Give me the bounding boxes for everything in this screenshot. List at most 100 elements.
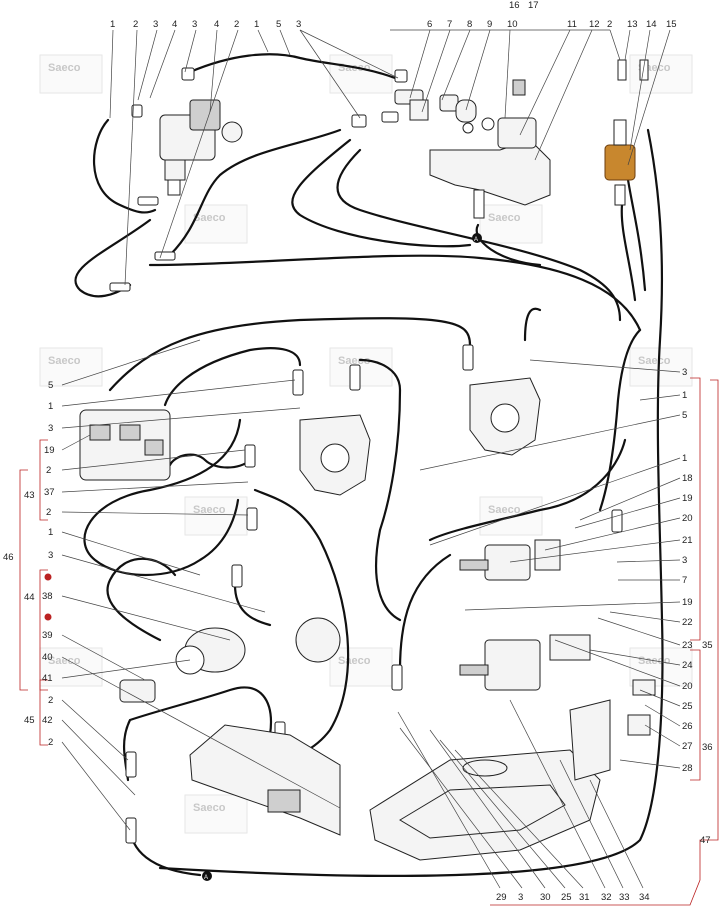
callout-left-5: 37 [44, 487, 55, 498]
electrical-box [569, 679, 656, 781]
callout-bottom-7: 34 [639, 892, 650, 903]
callout-top-1: 2 [133, 19, 138, 30]
callout-right-4: 18 [682, 473, 693, 484]
callout-right-15: 25 [682, 701, 693, 712]
callout-top-11: 7 [447, 19, 452, 30]
callout-bottom-1: 3 [518, 892, 523, 903]
callout-top-8: 5 [276, 19, 281, 30]
callout-left-3: 19 [44, 445, 55, 456]
callout-top-2: 3 [153, 19, 158, 30]
leader-lines [61, 29, 681, 889]
callout-right-9: 7 [682, 575, 687, 586]
callout-left-1: 1 [48, 401, 53, 412]
callout-left-15: 2 [48, 737, 53, 748]
callout-left-10: 39 [42, 630, 53, 641]
callout-left-14: 42 [42, 715, 53, 726]
watermark-box [39, 347, 103, 387]
callout-bottom-2: 30 [540, 892, 551, 903]
callout-left-4: 2 [46, 465, 51, 476]
callout-group-2: 44 [24, 592, 35, 603]
callout-right-1: 1 [682, 390, 687, 401]
callout-top-18: 12 [589, 19, 600, 30]
callout-top-16: 17 [528, 0, 539, 11]
callout-group-6: 47 [700, 835, 711, 846]
callout-left-9: 38 [42, 591, 53, 602]
callout-top-21: 14 [646, 19, 657, 30]
callout-left-0: 5 [48, 380, 53, 391]
watermark-text: Saeco [48, 655, 81, 667]
callout-bottom-0: 29 [496, 892, 507, 903]
watermark-box [184, 794, 248, 834]
callout-top-3: 4 [172, 19, 177, 30]
valve-block-left [79, 409, 171, 481]
callout-top-20: 13 [627, 19, 638, 30]
callout-top-4: 3 [192, 19, 197, 30]
watermark-text: Saeco [193, 504, 226, 516]
callout-right-6: 20 [682, 513, 693, 524]
callout-bottom-4: 31 [579, 892, 590, 903]
boiler-brackets [299, 377, 541, 496]
connector-a-top-label: A [474, 237, 478, 243]
watermark-box [39, 54, 103, 94]
callout-right-13: 24 [682, 660, 693, 671]
hose-network [74, 53, 664, 877]
solenoid-valve-assembly [159, 99, 243, 196]
callout-top-14: 10 [507, 19, 518, 30]
pumps-lower [459, 539, 591, 691]
control-board [189, 724, 341, 836]
callout-group-3: 45 [24, 715, 35, 726]
fittings-top [131, 67, 495, 134]
connector-a-bottom-label: A [204, 875, 208, 881]
heater-coil [604, 59, 649, 206]
callout-right-7: 21 [682, 535, 693, 546]
callout-left-7: 1 [48, 527, 53, 538]
callout-right-5: 19 [682, 493, 693, 504]
watermark-box [184, 204, 248, 244]
callout-top-6: 2 [234, 19, 239, 30]
callout-group-5: 36 [702, 742, 713, 753]
watermark-box [629, 347, 693, 387]
watermark-box [329, 647, 393, 687]
callout-bottom-5: 32 [601, 892, 612, 903]
callout-top-0: 1 [110, 19, 115, 30]
watermark-text: Saeco [338, 655, 371, 667]
callout-left-8: 3 [48, 550, 53, 561]
watermark-box [329, 347, 393, 387]
watermark-box [629, 54, 693, 94]
callout-top-5: 4 [214, 19, 219, 30]
connector-a-bottom: A [202, 871, 212, 881]
callout-top-12: 8 [467, 19, 472, 30]
callout-top-17: 11 [567, 19, 577, 30]
callout-bottom-3: 25 [561, 892, 572, 903]
callout-left-12: 41 [42, 673, 53, 684]
callout-right-12: 23 [682, 640, 693, 651]
callout-group-0: 43 [24, 490, 35, 501]
callout-group-1: 46 [3, 552, 14, 563]
watermark-text: Saeco [488, 212, 521, 224]
callout-right-18: 28 [682, 763, 693, 774]
watermark-text: Saeco [193, 212, 226, 224]
callout-right-8: 3 [682, 555, 687, 566]
callout-top-19: 2 [607, 19, 612, 30]
group-brackets [19, 377, 719, 906]
callout-right-0: 3 [682, 367, 687, 378]
callout-top-15: 16 [509, 0, 520, 11]
callout-group-4: 35 [702, 640, 713, 651]
callout-right-3: 1 [682, 453, 687, 464]
callout-right-11: 22 [682, 617, 693, 628]
callout-left-13: 2 [48, 695, 53, 706]
callout-top-10: 6 [427, 19, 432, 30]
connector-a-top: A [472, 233, 482, 243]
callout-right-16: 26 [682, 721, 693, 732]
callout-top-13: 9 [487, 19, 492, 30]
watermark-box [39, 647, 103, 687]
callout-bottom-6: 33 [619, 892, 630, 903]
callout-top-22: 15 [666, 19, 677, 30]
callout-left-2: 3 [48, 423, 53, 434]
callout-right-17: 27 [682, 741, 693, 752]
callout-left-11: 40 [42, 652, 53, 663]
callout-left-6: 2 [46, 507, 51, 518]
watermark-text: Saeco [193, 802, 226, 814]
